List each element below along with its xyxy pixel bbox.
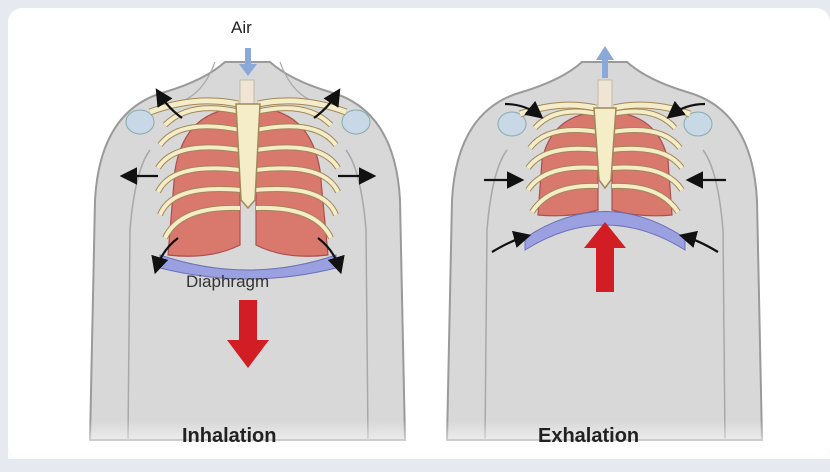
inhalation-right-shoulder xyxy=(342,110,370,134)
diaphragm-label: Diaphragm xyxy=(186,272,269,292)
air-label: Air xyxy=(231,18,252,38)
exhalation-label: Exhalation xyxy=(538,425,639,448)
inhalation-left-shoulder xyxy=(126,110,154,134)
inhalation-label: Inhalation xyxy=(182,425,276,448)
